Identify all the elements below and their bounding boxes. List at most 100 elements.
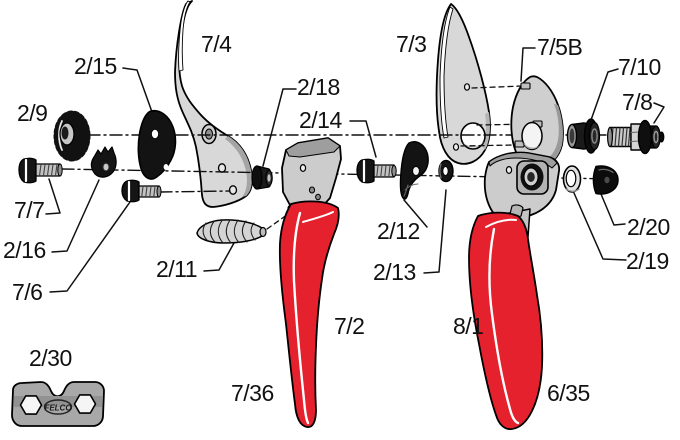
- leader-7-8: [653, 102, 665, 124]
- part-wrench-2-30: FELCO: [11, 381, 105, 427]
- wrench-hex-hole-right: [73, 394, 97, 414]
- label-part-6-35: 6/35: [547, 380, 590, 406]
- spring-link-line: [266, 211, 292, 230]
- leader-2-14: [349, 120, 377, 158]
- part-cap-nut-2-20: [592, 165, 619, 195]
- label-part-7-8: 7/8: [622, 89, 653, 115]
- leader-2-11: [203, 242, 235, 272]
- handle-7-2-rivet-2: [315, 193, 321, 201]
- cap-nut-center: [604, 176, 610, 184]
- washer-2-13-highlight: [439, 163, 442, 179]
- wrench-shade-band: [14, 396, 102, 407]
- cutting-blade-pivot-hole: [460, 122, 486, 150]
- counter-blade-edge-highlight: [178, 0, 191, 72]
- part-spring-2-11: [196, 219, 267, 244]
- part-screw-7-6: [121, 179, 162, 203]
- leader-7-10: [590, 68, 619, 121]
- part-cutting-blade-7-3: [435, 3, 491, 165]
- felco-logo-text: FELCO: [44, 404, 72, 413]
- leader-7-6: [49, 201, 131, 293]
- label-part-7-2: 7/2: [334, 313, 365, 339]
- label-part-2-16: 2/16: [3, 237, 46, 263]
- part-washer-2-19: [562, 165, 582, 193]
- counter-blade-hole-mid: [217, 163, 227, 173]
- part-adjustment-nut-2-9: [53, 110, 91, 162]
- handle-7-2-highlight: [292, 211, 310, 425]
- screw-7-7-head: [18, 157, 37, 184]
- label-part-7-7: 7/7: [14, 197, 45, 223]
- part-handle-8-1: [468, 151, 561, 430]
- cam-2-15-body: [137, 109, 177, 180]
- spring-end-nub: [259, 226, 267, 238]
- counter-blade-body: [174, 0, 253, 208]
- label-part-2-11: 2/11: [156, 256, 198, 282]
- part-bolt-7-8: [606, 119, 665, 155]
- gear-hub-hole: [61, 126, 69, 140]
- leader-2-19: [573, 192, 627, 261]
- cap-nut-highlight: [598, 168, 614, 174]
- bolt-nub: [658, 131, 665, 143]
- part-cam-2-12: [399, 141, 429, 200]
- bolt-end-ring: [653, 130, 659, 144]
- head-7-5B-hole: [521, 121, 543, 151]
- handle-7-2-rivet-1: [308, 186, 316, 194]
- screw-2-14-threads: [376, 164, 391, 178]
- label-part-2-15: 2/15: [74, 53, 117, 79]
- label-part-8-1: 8/1: [453, 313, 484, 339]
- spring-coils: [202, 219, 256, 244]
- leader-2-18: [262, 88, 297, 167]
- handle-8-1-highlight-top: [485, 218, 517, 228]
- gear-highlight: [58, 120, 63, 151]
- leader-2-12: [403, 199, 428, 228]
- handle-7-2-highlight-top: [302, 211, 334, 223]
- label-part-2-12: 2/12: [377, 218, 420, 244]
- bushing-flange-face: [588, 121, 601, 151]
- label-part-2-13: 2/13: [373, 259, 416, 285]
- head-7-5B-pin-top: [520, 82, 531, 90]
- part-screw-2-14: [356, 158, 397, 184]
- leader-2-20: [600, 193, 626, 226]
- cam-2-15-hole-small: [163, 164, 169, 170]
- label-part-2-18: 2/18: [297, 74, 340, 100]
- part-cam-plate-2-15: [137, 109, 177, 180]
- pawl-body: [90, 146, 117, 178]
- pawl-hole: [102, 162, 110, 172]
- washer-2-19-hole: [565, 169, 577, 188]
- felco-logo-oval: [43, 399, 73, 415]
- bushing-flange-ring: [591, 128, 598, 144]
- pin-line-low: [460, 144, 516, 147]
- counter-blade-shading: [225, 136, 252, 197]
- axis-line-screw-7-6: [159, 190, 231, 193]
- label-part-7-3: 7/3: [396, 31, 427, 57]
- part-washer-2-13: [438, 159, 454, 183]
- bolt-flange: [637, 119, 653, 155]
- ferrule-bore: [267, 174, 271, 182]
- label-part-7-4: 7/4: [201, 31, 232, 57]
- cam-2-15-hole: [150, 128, 159, 139]
- screw-7-7-tip: [57, 163, 63, 177]
- label-part-2-14: 2/14: [299, 107, 342, 133]
- handle-7-2-grip: [278, 200, 340, 428]
- head-7-5B-hole-shade: [523, 142, 542, 150]
- label-part-2-9: 2/9: [17, 100, 48, 126]
- washer-2-19-shade: [565, 188, 580, 192]
- leader-2-16: [51, 179, 100, 253]
- screw-7-7-threads: [38, 163, 58, 177]
- screw-2-14-tip: [391, 165, 397, 177]
- screw-7-6-threads: [141, 185, 156, 198]
- cutting-blade-edge-highlight: [439, 6, 454, 139]
- cutting-blade-hole-top: [463, 83, 471, 91]
- label-part-7-6: 7/6: [12, 279, 43, 305]
- pivot-ring-center: [527, 172, 535, 182]
- washer-2-13-hole: [442, 166, 449, 176]
- bolt-thread-tip: [606, 126, 613, 148]
- counter-blade-hole-low: [228, 185, 238, 195]
- label-part-2-20: 2/20: [627, 214, 670, 240]
- screw-2-14-head: [356, 158, 375, 184]
- handle-8-1-grip: [468, 211, 544, 430]
- counter-blade-pivot-hole-inner: [205, 128, 213, 140]
- cutting-blade-hole-low: [452, 143, 460, 151]
- handle-7-2-bracket-hole: [299, 164, 307, 173]
- part-bushing-7-10: [566, 118, 601, 154]
